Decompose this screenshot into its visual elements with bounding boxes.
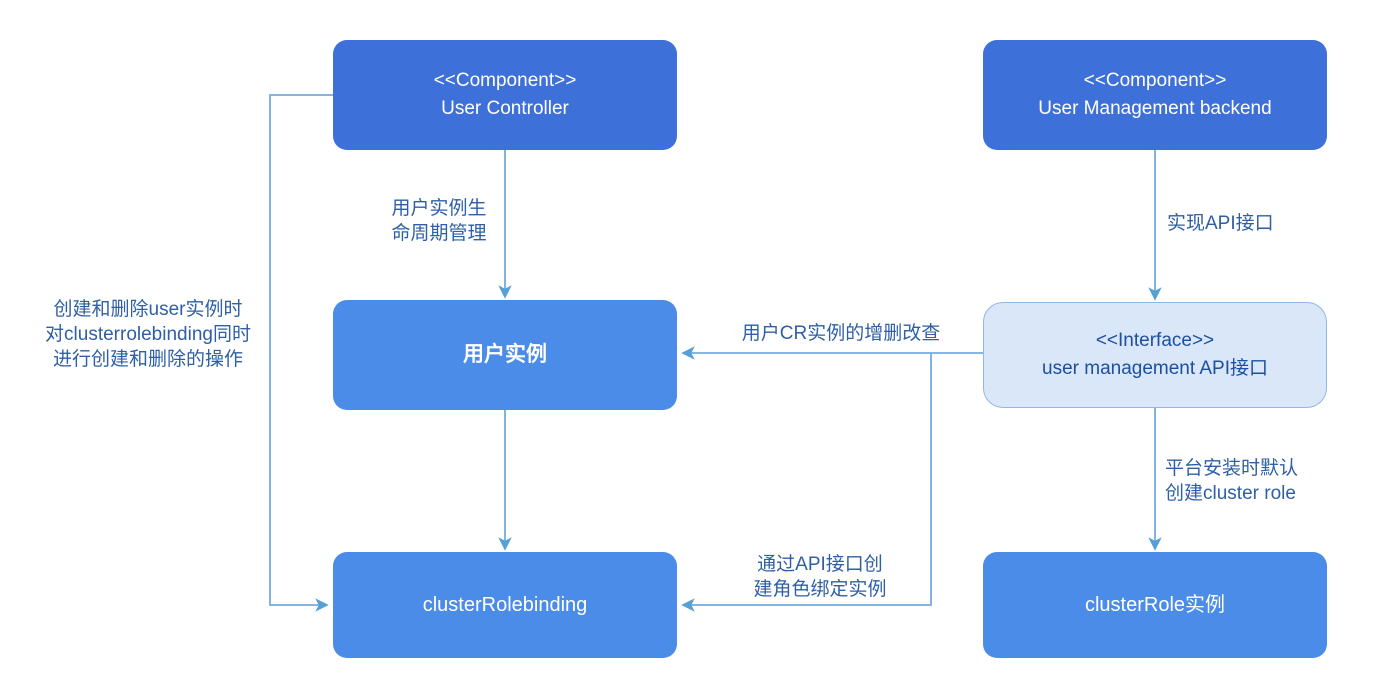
node-user-controller-stereotype: <<Component>> <box>433 70 577 91</box>
node-user-management-backend: <<Component>> User Management backend <box>983 40 1327 150</box>
edge-label-default-cluster-role: 平台安装时默认 创建cluster role <box>1165 458 1299 504</box>
node-user-management-api-interface: <<Interface>> user management API接口 <box>983 302 1327 408</box>
edge-controller-to-cluster-rolebinding <box>269 94 333 612</box>
node-interface-stereotype: <<Interface>> <box>1095 330 1215 351</box>
edge-label-lifecycle: 用户实例生 命周期管理 <box>391 198 487 244</box>
node-cluster-rolebinding-title: clusterRolebinding <box>422 594 588 616</box>
node-user-management-backend-stereotype: <<Component>> <box>1083 70 1227 91</box>
node-user-instance: 用户实例 <box>333 300 677 410</box>
edge-label-left-note: 创建和删除user实例时 对clusterrolebinding同时 进行创建和… <box>45 299 251 370</box>
node-user-controller: <<Component>> User Controller <box>333 40 677 150</box>
node-cluster-rolebinding: clusterRolebinding <box>333 552 677 658</box>
edge-label-crud: 用户CR实例的增删改查 <box>741 323 941 344</box>
node-user-management-backend-title: User Management backend <box>1038 98 1272 119</box>
node-user-controller-title: User Controller <box>441 98 569 119</box>
edge-interface-to-cluster-rolebinding <box>681 353 932 612</box>
edge-label-implement-api: 实现API接口 <box>1167 213 1274 234</box>
node-user-instance-title: 用户实例 <box>463 343 547 366</box>
node-interface-title: user management API接口 <box>1042 358 1268 379</box>
edge-label-create-binding: 通过API接口创 建角色绑定实例 <box>753 554 887 600</box>
node-cluster-role-instance-title: clusterRole实例 <box>1084 594 1226 616</box>
node-cluster-role-instance: clusterRole实例 <box>983 552 1327 658</box>
